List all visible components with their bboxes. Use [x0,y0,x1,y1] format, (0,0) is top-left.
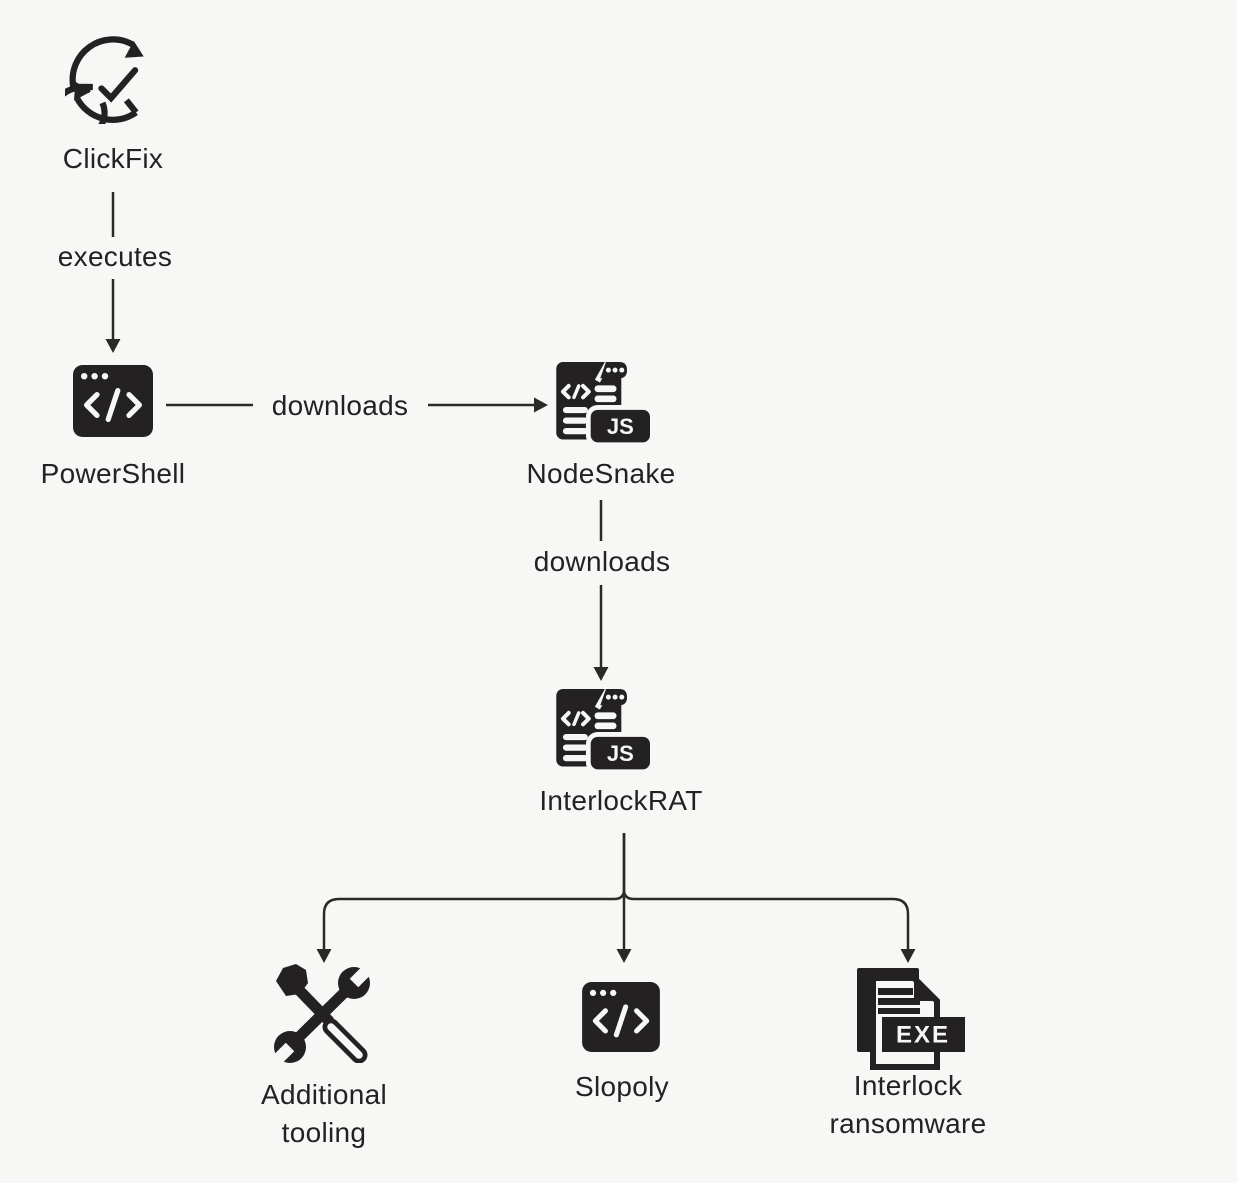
arrowhead [616,949,632,963]
edge-interlockrat-interlock-ransomware [622,833,910,950]
node-label: Additional tooling [261,1076,387,1152]
exe-file-icon: EXE [857,968,965,1070]
js-badge-text: JS [607,741,634,766]
arrowhead [316,949,332,963]
node-label: InterlockRAT [539,785,703,816]
arrowhead [105,339,121,353]
exe-badge-text: EXE [896,1022,950,1049]
code-window-icon [73,365,153,437]
edge-label-downloads-1: downloads [271,390,409,421]
node-label-line: Additional [261,1079,387,1110]
arrowhead [593,667,609,681]
code-window-icon [582,982,660,1052]
node-label: Slopoly [575,1071,669,1102]
node-label-line: Interlock [853,1070,963,1101]
edge-label-downloads-2: downloads [533,546,671,577]
tools-icon [273,963,373,1063]
node-label: ClickFix [62,143,164,174]
node-label: NodeSnake [526,458,676,489]
node-label-line: tooling [281,1117,367,1148]
node-label: PowerShell [40,458,186,489]
arrowhead [900,949,916,963]
js-script-window-icon: JS [556,689,656,777]
node-label: Interlock ransomware [829,1067,986,1143]
edge-interlockrat-additional-tooling [322,833,626,950]
js-badge-text: JS [607,414,634,439]
node-label-line: ransomware [829,1108,987,1139]
sync-check-icon [65,36,144,124]
arrowhead [534,397,548,413]
edge-label-executes: executes [57,241,173,272]
js-script-window-icon: JS [556,362,656,450]
